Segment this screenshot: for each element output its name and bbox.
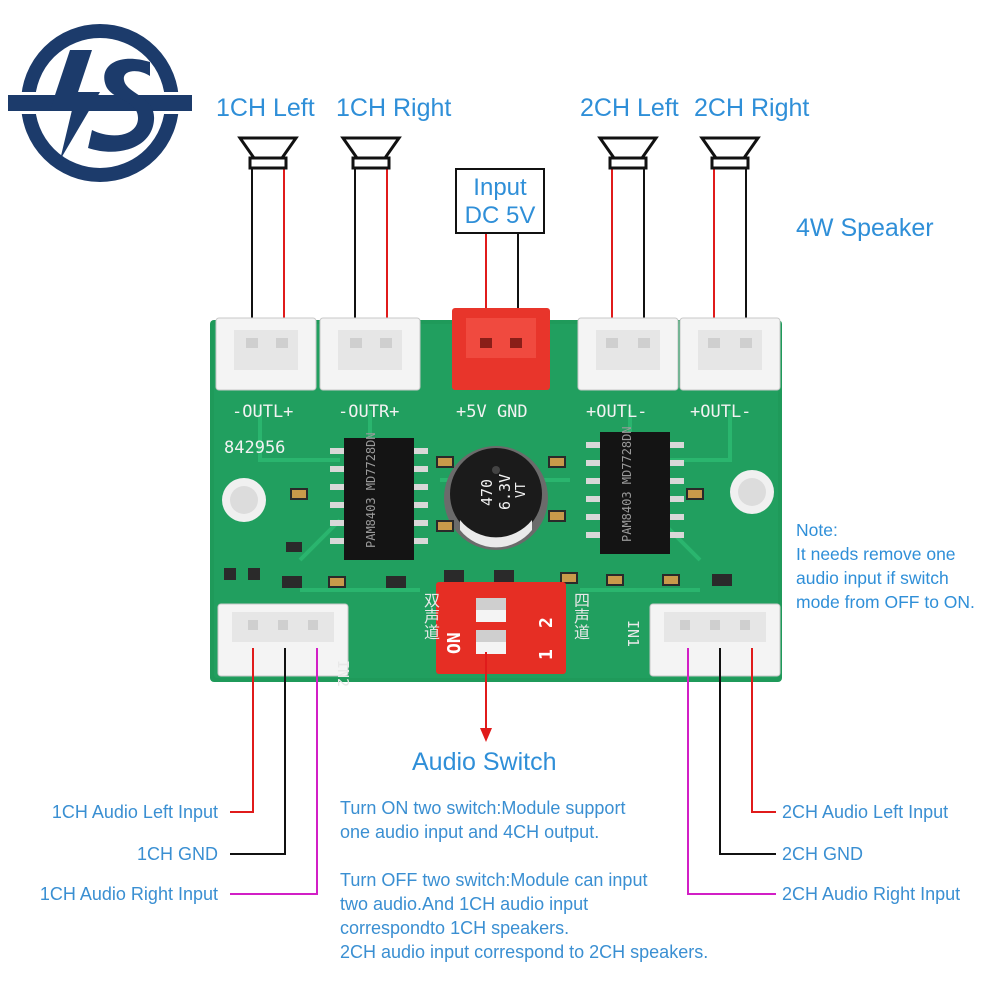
label-1ch-left: 1CH Left	[216, 94, 315, 122]
switch-off-line4: 2CH audio input correspond to 2CH speake…	[340, 942, 709, 962]
cap-value-1: 470	[478, 478, 496, 506]
audio-switch-title: Audio Switch	[412, 748, 557, 776]
speaker-icon-2ch-right	[699, 136, 761, 170]
cap-value-2: 6.3V	[496, 473, 514, 510]
power-input-box: Input DC 5V	[455, 168, 545, 234]
switch-off-line3: correspondto 1CH speakers.	[340, 918, 570, 938]
capacitor	[444, 446, 548, 550]
power-input-line2: DC 5V	[464, 202, 536, 229]
input-wires-left	[230, 648, 318, 895]
audio-switch-arrow	[480, 652, 492, 742]
silk-power: +5V GND	[456, 402, 528, 422]
note-body: It needs remove one audio input if switc…	[796, 544, 975, 612]
label-2ch-audio-right-input: 2CH Audio Right Input	[782, 884, 961, 904]
switch-on-line2: one audio input and 4CH output.	[340, 822, 600, 842]
label-2ch-gnd: 2CH GND	[782, 844, 864, 864]
connector-outl-left	[215, 317, 317, 391]
connector-outr	[319, 317, 421, 391]
silk-outl-left: -OUTL+	[232, 402, 294, 422]
label-1ch-right: 1CH Right	[336, 94, 452, 122]
label-2ch-audio-left-input: 2CH Audio Left Input	[782, 802, 949, 822]
power-input-line1: Input	[473, 174, 527, 201]
connector-power	[452, 308, 550, 390]
amp-chip-left	[330, 438, 428, 560]
switch-off-line1: Turn OFF two switch:Module can input	[340, 870, 648, 890]
connector-outl-2	[577, 317, 679, 391]
switch-off-line2: two audio.And 1CH audio input	[340, 894, 589, 914]
speaker-icon-1ch-left	[237, 136, 299, 170]
brand-logo	[8, 24, 192, 182]
label-1ch-audio-left-input: 1CH Audio Left Input	[51, 802, 218, 822]
label-2ch-right: 2CH Right	[694, 94, 810, 122]
dip-label-1: 1	[536, 649, 557, 660]
connector-outl-3	[679, 317, 781, 391]
silk-outr: -OUTR+	[338, 402, 400, 422]
label-4w-speaker: 4W Speaker	[796, 214, 934, 242]
chip-right-marking: PAM8403 MD7728DN	[620, 426, 634, 542]
switch-on-line1: Turn ON two switch:Module support	[340, 798, 626, 818]
connector-in2	[217, 603, 349, 677]
note-block: Note: It needs remove one audio input if…	[796, 518, 996, 614]
silk-in2: IN2	[334, 660, 352, 688]
label-1ch-audio-right-input: 1CH Audio Right Input	[39, 884, 218, 904]
label-2ch-left: 2CH Left	[580, 94, 679, 122]
silk-board-id: 842956	[224, 438, 286, 458]
speaker-wires	[251, 168, 747, 340]
dip-switch	[436, 582, 566, 674]
dip-label-2: 2	[536, 617, 557, 628]
silk-outl-3: +OUTL-	[690, 402, 752, 422]
speaker-icon-1ch-right	[340, 136, 402, 170]
silk-chinese-right: 四声道	[571, 592, 590, 640]
silk-in1: IN1	[624, 620, 642, 648]
note-title: Note:	[796, 520, 838, 540]
dip-on-label: ON	[444, 632, 465, 654]
speaker-icon-2ch-left	[597, 136, 659, 170]
input-wires-right	[687, 648, 776, 895]
amp-chip-right	[586, 432, 684, 554]
connector-in1	[649, 603, 781, 677]
chip-left-marking: PAM8403 MD7728DN	[364, 432, 378, 548]
silk-chinese-left: 双声道	[421, 592, 440, 640]
silk-outl-2: +OUTL-	[586, 402, 648, 422]
cap-brand: VT	[514, 482, 529, 498]
label-1ch-gnd: 1CH GND	[136, 844, 218, 864]
